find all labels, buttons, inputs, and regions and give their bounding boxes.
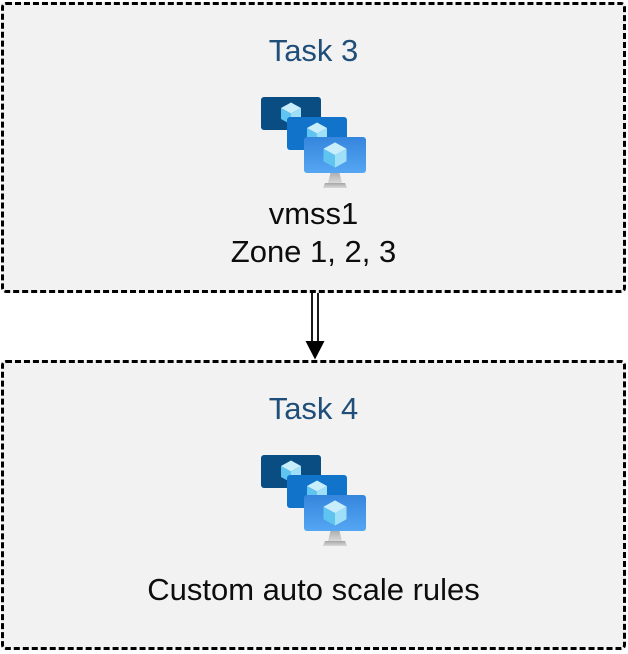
task-4-box: Task 4 Custom auto scale rules	[1, 360, 626, 650]
task-3-title: Task 3	[268, 33, 359, 68]
monitor-stand-base	[323, 541, 347, 546]
arrowhead	[305, 341, 325, 360]
task-4-captions: Custom auto scale rules	[147, 571, 480, 609]
cube-front	[323, 500, 347, 526]
task-3-captions: vmss1 Zone 1, 2, 3	[231, 195, 396, 271]
monitor-stand-neck	[328, 529, 342, 541]
monitor-stand-base	[323, 183, 347, 188]
down-arrow-connector	[305, 293, 325, 360]
vm-scale-sets-icon	[261, 97, 366, 188]
cube-front	[323, 142, 347, 168]
monitor-stand-neck	[328, 171, 342, 183]
autoscale-rules-label: Custom auto scale rules	[147, 572, 480, 607]
vm-scale-sets-icon	[261, 455, 366, 546]
task-3-box: Task 3 vmss1 Zone 1, 2, 3	[1, 2, 626, 293]
task-4-title: Task 4	[268, 391, 359, 426]
zones-label: Zone 1, 2, 3	[230, 234, 397, 269]
vmss-name-label: vmss1	[268, 196, 359, 231]
